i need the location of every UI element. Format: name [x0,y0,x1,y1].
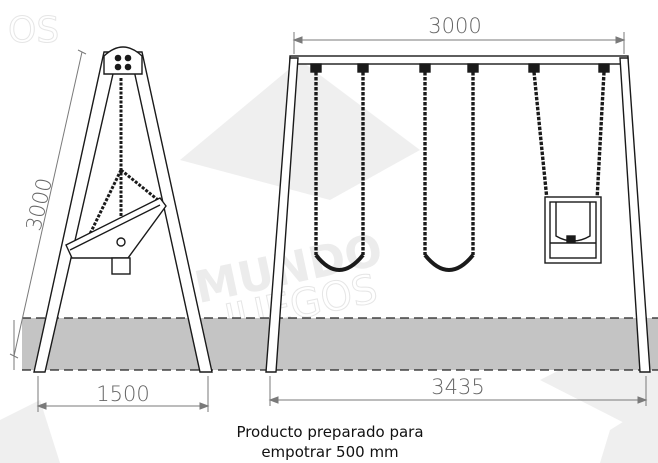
hanger-5 [528,63,540,73]
dim-side-width-label: 1500 [96,382,149,406]
ground-band [22,318,658,370]
watermark-shapes [0,60,658,463]
front-view [265,55,651,373]
cradle-seat [544,196,602,264]
dim-side-height-label: 3000 [21,176,56,233]
side-chain-left [86,169,123,239]
bolt-4 [124,63,132,71]
side-seat-edge [69,204,161,251]
swing3-chain-right [595,71,606,201]
caption-line-1: Producto preparado para [236,423,424,441]
swing1-belt-seat [314,253,365,272]
watermark-text-tl: OS [8,10,59,51]
caption-line-2: empotrar 500 mm [261,443,399,461]
front-right-post [619,57,651,373]
side-view [33,46,213,373]
front-left-post [265,57,299,373]
side-chain-right [120,168,159,202]
dim-side-width [36,376,210,412]
side-seat-base [111,257,131,275]
dim-top-span-label: 3000 [428,14,481,38]
dim-bottom-span [268,376,648,406]
hanger-3 [419,63,431,73]
hanger-1 [310,63,322,73]
watermark-triangle-top [180,60,420,200]
hanger-2 [357,63,369,73]
front-top-beam [289,55,629,65]
side-top-plate [103,46,143,75]
watermark-triangle-left [0,400,60,463]
bolt-2 [124,54,132,62]
dim-bottom-span-label: 3435 [431,375,484,399]
hanger-6 [598,63,610,73]
swing3-chain-left [532,71,549,201]
hanger-4 [467,63,479,73]
bolt-1 [114,54,122,62]
dim-top-span [292,32,626,54]
bolt-3 [114,63,122,71]
swing2-belt-seat [423,253,475,272]
watermark-triangle-br [600,400,658,463]
side-seat [65,197,167,259]
side-seat-hook [116,237,126,247]
dim-side-height [9,49,87,370]
